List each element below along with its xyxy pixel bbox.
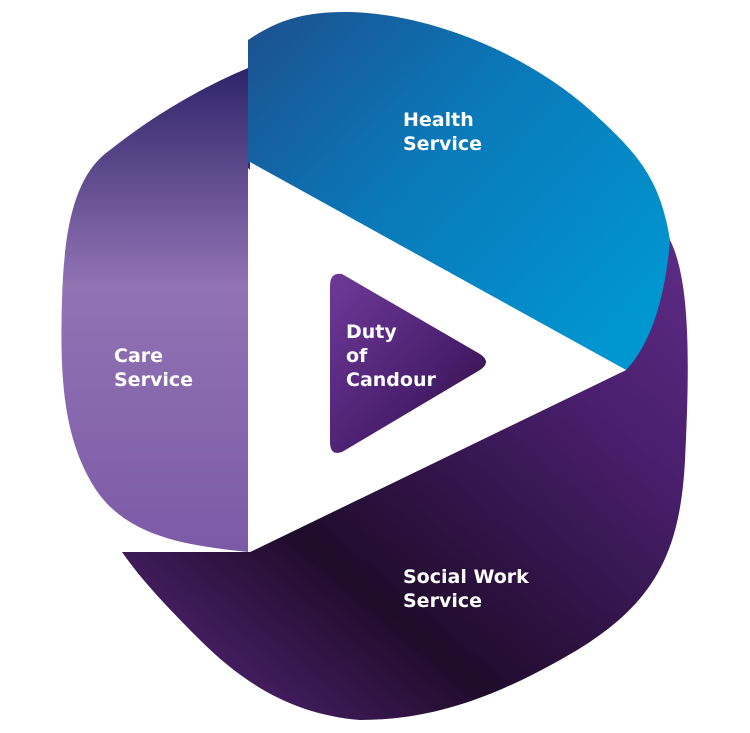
social-work-service-label: Social Work Service [403, 565, 529, 613]
care-service-label: Care Service [114, 344, 193, 392]
care-service-label-line-2: Service [114, 369, 193, 391]
duty-of-candour-label-line-3: Candour [346, 369, 436, 391]
care-service-band [61, 68, 249, 552]
duty-of-candour-label-line-2: of [346, 345, 368, 367]
duty-of-candour-triangle [330, 273, 486, 453]
duty-of-candour-label-line-1: Duty [346, 321, 397, 343]
social-work-service-band [122, 240, 688, 720]
duty-of-candour-label: Duty of Candour [346, 320, 436, 392]
health-service-band [248, 12, 672, 370]
health-service-label: Health Service [403, 108, 482, 156]
social-work-service-label-line-2: Service [403, 590, 482, 612]
social-work-service-label-line-1: Social Work [403, 566, 529, 588]
care-service-label-line-1: Care [114, 345, 164, 367]
health-service-label-line-1: Health [403, 109, 474, 131]
health-service-label-line-2: Service [403, 133, 482, 155]
